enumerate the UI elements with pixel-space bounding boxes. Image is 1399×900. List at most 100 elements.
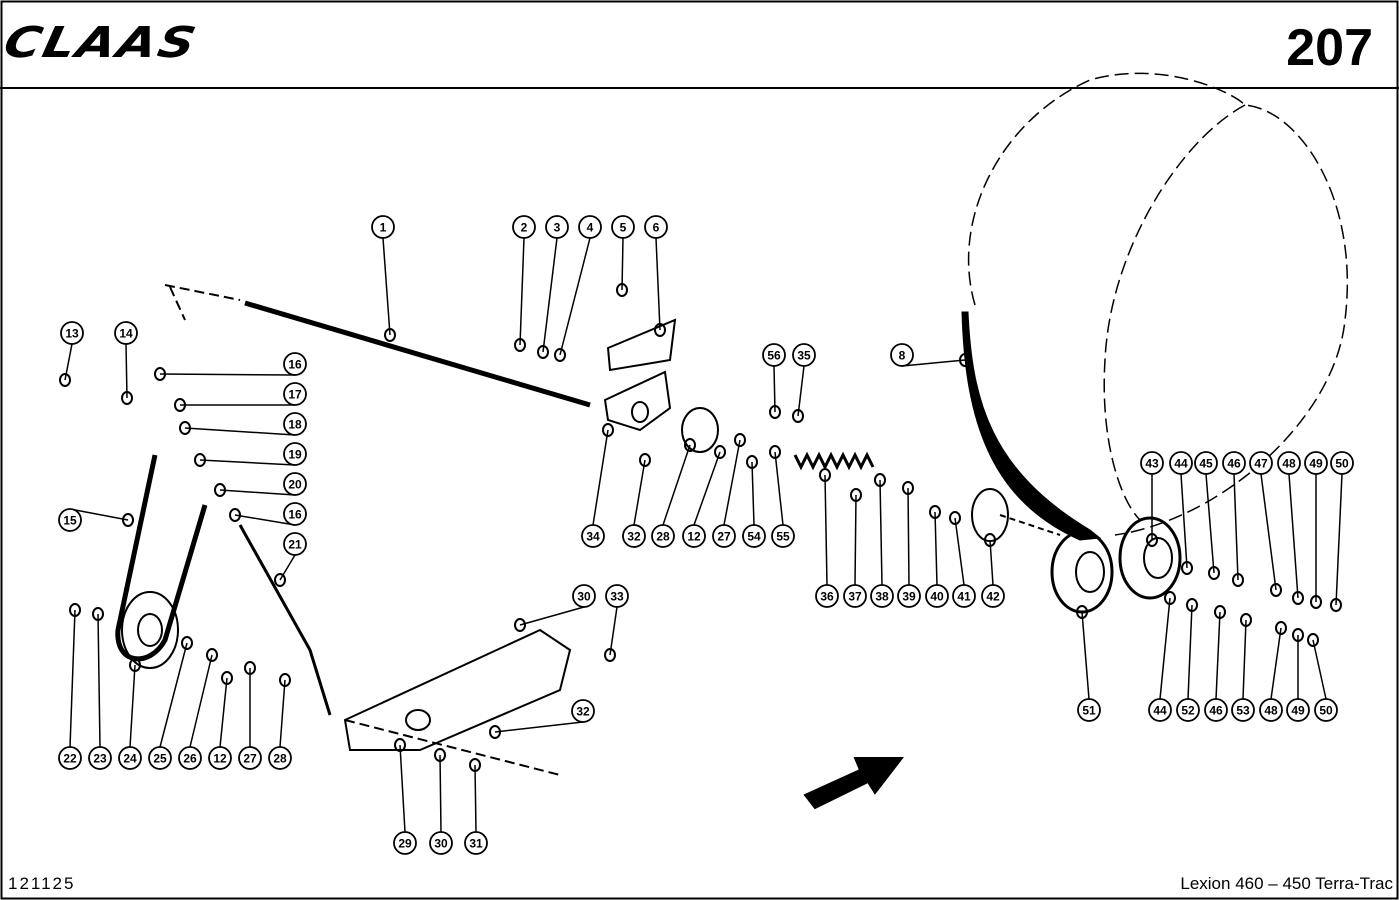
leader-line [279,679,286,748]
part-46 [1214,605,1226,619]
callout-circle [890,343,914,367]
callout-label: 49 [1309,457,1323,471]
callout-50: 50 [1307,633,1338,722]
callout-label: 31 [469,837,483,851]
callout-17: 17 [174,382,307,412]
part-56 [769,405,781,419]
callout-label: 6 [653,221,660,235]
callout-24: 24 [118,658,142,770]
part-19 [194,453,206,467]
leader-line [592,429,609,526]
callout-label: 28 [656,530,670,544]
callout-label: 34 [586,530,600,544]
part-23 [92,607,104,621]
callout-label: 15 [63,514,77,528]
part-28 [684,438,696,452]
callout-label: 29 [398,837,412,851]
leader-line [1288,473,1299,599]
callout-circle [1286,698,1310,722]
callout-circle [622,524,646,548]
part-26 [206,648,218,662]
callout-circle [114,321,138,345]
leader-line [189,654,213,748]
callout-47: 47 [1249,451,1282,597]
callout-circle [238,746,262,770]
callout-circle [1204,698,1228,722]
belt-outline-inner [1103,104,1246,521]
callout-circle [572,584,596,608]
callout-label: 53 [1236,704,1250,718]
part-45 [1208,566,1220,580]
shaft-arrow [164,284,241,321]
leader-line [774,451,784,526]
leader-line [1205,473,1215,574]
leader-line [1233,473,1239,581]
callout-label: 8 [899,349,906,363]
leader-line [655,237,661,331]
callout-37: 37 [843,488,867,608]
callout-6: 6 [644,215,668,337]
callout-56: 56 [762,343,786,419]
callout-label: 18 [288,418,302,432]
leader-line [519,237,525,346]
callout-circle [1077,698,1101,722]
callout-circle [1222,451,1246,475]
callout-circle [58,746,82,770]
callout-label: 44 [1174,457,1188,471]
leader-line [542,237,558,353]
leader-line [219,677,228,748]
part-12 [221,671,233,685]
leader-line [693,451,721,526]
callout-label: 21 [288,538,302,552]
callout-label: 43 [1145,457,1159,471]
part-16 [229,508,241,522]
callout-28: 28 [268,673,292,770]
callout-48: 48 [1277,451,1304,605]
leader-line [824,474,828,586]
callout-21: 21 [274,532,307,587]
leader-line [901,359,966,367]
callout-label: 39 [902,590,916,604]
callout-circle [1249,451,1273,475]
callout-label: 1 [380,221,387,235]
callout-circle [283,532,307,556]
leader-line [633,459,646,526]
callout-44: 44 [1148,591,1176,722]
part-37 [850,488,862,502]
callout-label: 24 [123,752,137,766]
callout-40: 40 [925,505,949,608]
callout-label: 16 [288,358,302,372]
leader-line [1159,597,1171,700]
part-25 [181,636,193,650]
leader-line [773,365,776,413]
model-name: Lexion 460 – 450 Terra-Trac [1180,874,1393,893]
callout-circle [60,321,84,345]
callout-label: 23 [93,752,107,766]
part-50 [1307,633,1319,647]
callout-circle [771,524,795,548]
callout-label: 51 [1082,704,1096,718]
callout-circle [283,442,307,466]
part-2 [514,338,526,352]
leader-line [989,539,994,586]
part-46 [1232,573,1244,587]
pulley-24 [121,591,179,669]
part-29 [394,738,406,752]
part-35 [792,409,804,423]
callout-label: 12 [213,752,227,766]
callout-circle [1304,451,1328,475]
callout-label: 50 [1335,457,1349,471]
callout-circle [283,502,307,526]
claas-logo: CLAAS [0,18,202,68]
callout-label: 30 [434,837,448,851]
callout-label: 16 [288,508,302,522]
callout-30: 30 [429,748,453,855]
callout-16: 16 [154,352,307,381]
callout-circle [870,584,894,608]
callout-circle [393,831,417,855]
leader-line [797,365,805,417]
callout-label: 22 [63,752,77,766]
leader-line [1180,473,1188,569]
callout-label: 35 [797,349,811,363]
callout-41: 41 [949,511,976,608]
